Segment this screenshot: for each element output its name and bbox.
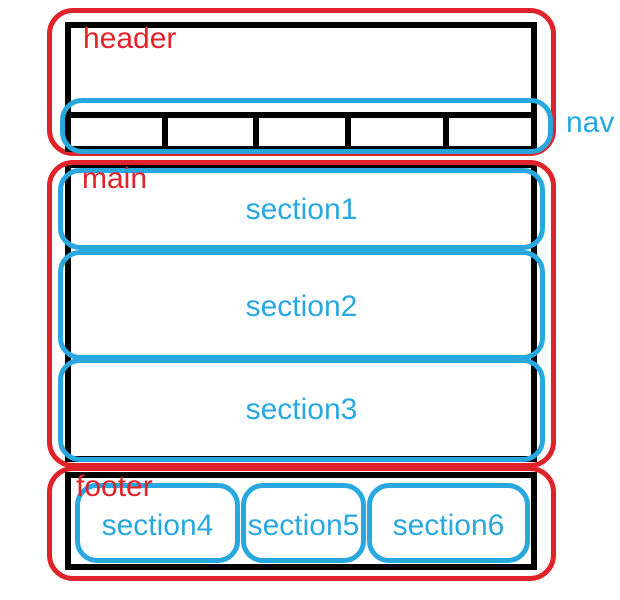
- footer-element-box: [65, 472, 537, 570]
- main-label: main: [82, 162, 148, 195]
- section1-label: section1: [245, 193, 358, 226]
- nav-divider-4: [443, 112, 449, 152]
- nav-divider-2: [253, 112, 259, 152]
- section4-label: section4: [101, 509, 214, 542]
- section3-label: section3: [245, 393, 358, 426]
- nav-label: nav: [566, 106, 615, 139]
- section6-label: section6: [392, 509, 505, 542]
- nav-divider-3: [345, 112, 351, 152]
- nav-divider-1: [162, 112, 168, 152]
- nav-element-box: [65, 112, 537, 152]
- main-element-box: [65, 162, 537, 462]
- section2-label: section2: [245, 290, 358, 323]
- footer-label: footer: [76, 470, 153, 503]
- header-label: header: [83, 22, 177, 55]
- section5-label: section5: [247, 509, 360, 542]
